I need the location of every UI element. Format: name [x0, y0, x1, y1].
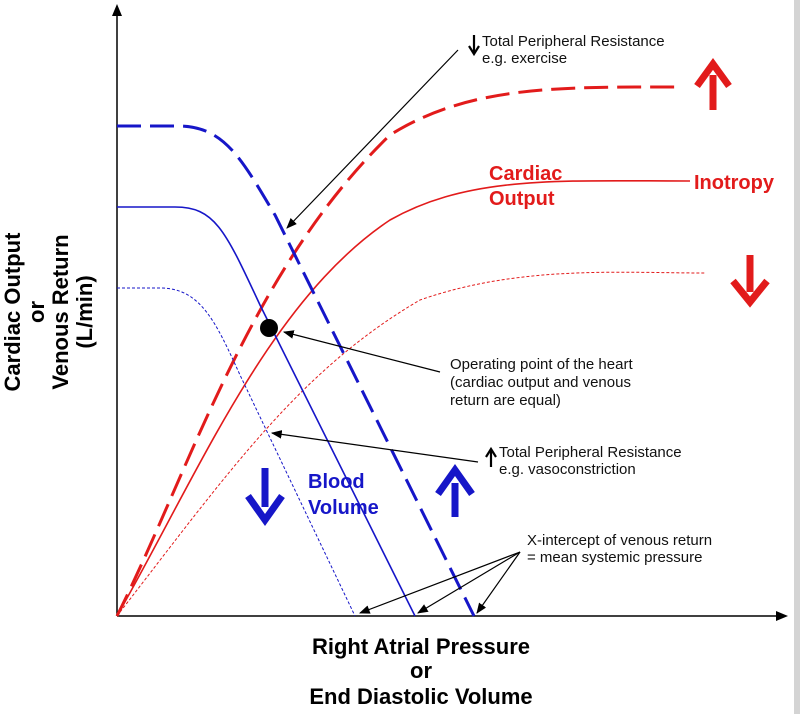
text-labels: Total Peripheral Resistance e.g. exercis… — [0, 33, 775, 709]
tpr-increase-arrow-icon — [485, 446, 497, 467]
x-axis-title-line2: or — [410, 658, 432, 683]
curves — [115, 85, 706, 617]
y-axis-arrowhead — [112, 4, 122, 16]
pointer-tpr-exercise — [286, 49, 459, 229]
x-axis-title-line1: Right Atrial Pressure — [312, 634, 530, 659]
blood-volume-up-arrow-icon — [435, 463, 475, 517]
y-axis-title-line3: Venous Return — [48, 234, 73, 389]
cardiac-output-label-line1: Cardiac — [489, 163, 562, 185]
venous-return-curve-increased — [117, 124, 476, 617]
annotation-tpr-vasoconstriction-line1: Total Peripheral Resistance — [499, 444, 682, 461]
annotation-x-intercept-line1: X-intercept of venous return — [527, 532, 712, 549]
pointer-x-intercept-decreased — [358, 551, 521, 614]
pointer-lines — [270, 49, 521, 614]
inotropy-down-arrow-icon — [730, 255, 770, 308]
cardiac-output-curve-increased — [115, 85, 681, 617]
venous-return-curve-normal — [117, 206, 416, 617]
annotation-operating-point-line3: return are equal) — [450, 392, 561, 409]
pointer-x-intercept-normal — [417, 551, 521, 614]
y-axis-title: Cardiac Output or Venous Return (L/min) — [0, 232, 97, 392]
blood-volume-down-arrow-icon — [245, 468, 285, 527]
cardiac-output-curve-normal — [116, 179, 691, 617]
annotation-operating-point-line2: (cardiac output and venous — [450, 374, 631, 391]
cardiac-output-curve-decreased — [116, 271, 706, 617]
annotation-tpr-vasoconstriction-line2: e.g. vasoconstriction — [499, 461, 636, 478]
blood-volume-label-line1: Blood — [308, 471, 365, 493]
axes — [112, 4, 788, 621]
x-axis-title-line3: End Diastolic Volume — [309, 684, 532, 709]
annotation-tpr-exercise-line1: Total Peripheral Resistance — [482, 33, 665, 50]
annotation-operating-point-line1: Operating point of the heart — [450, 356, 633, 373]
annotation-tpr-exercise-line2: e.g. exercise — [482, 50, 567, 67]
pointer-operating-point — [282, 330, 441, 373]
inotropy-up-arrow-icon — [694, 58, 732, 110]
tpr-decrease-arrow-icon — [468, 35, 480, 57]
big-arrows — [245, 35, 770, 527]
x-axis-arrowhead — [776, 611, 788, 621]
venous-return-curve-decreased — [117, 287, 356, 617]
y-axis-title-line1: Cardiac Output — [0, 232, 25, 392]
pointer-x-intercept-increased — [476, 551, 521, 614]
y-axis-title-line4: (L/min) — [72, 275, 97, 348]
cardiac-output-label-line2: Output — [489, 188, 555, 210]
pointer-tpr-vasoconstriction — [270, 430, 479, 463]
inotropy-label: Inotropy — [694, 172, 775, 194]
operating-point-marker — [260, 319, 278, 337]
y-axis-title-line2: or — [24, 301, 49, 323]
annotation-x-intercept-line2: = mean systemic pressure — [527, 549, 702, 566]
right-edge-bar — [794, 0, 800, 714]
blood-volume-label-line2: Volume — [308, 497, 379, 519]
